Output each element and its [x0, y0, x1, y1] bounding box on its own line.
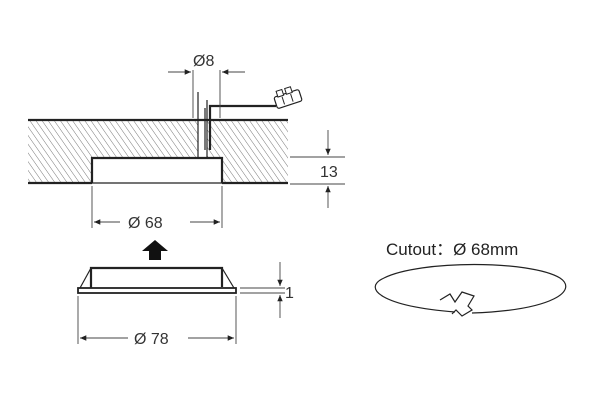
- dimension-outer-diameter: Ø 78: [77, 296, 237, 348]
- flange-thickness-label: 1: [285, 285, 294, 302]
- dimension-board-thickness: 13: [290, 130, 345, 208]
- hole-diameter-label: Ø8: [193, 53, 214, 70]
- cutout-label: Cutout：Ø 68mm: [386, 240, 518, 259]
- cutout-ellipse: [374, 263, 567, 314]
- board-hatch: [28, 120, 288, 183]
- dimension-flange-thickness: 1: [240, 262, 294, 318]
- outer-diameter-label: Ø 78: [134, 331, 169, 348]
- cable-wire: [208, 104, 276, 150]
- recess-diameter-label: Ø 68: [128, 215, 163, 232]
- board-section: [28, 92, 288, 185]
- fixture-body: [89, 266, 224, 289]
- wire-connector-icon: [273, 86, 303, 109]
- recess-pocket: [90, 156, 224, 183]
- up-arrow-icon: [142, 240, 168, 260]
- board-thickness-label: 13: [320, 164, 338, 181]
- cutout-notch-icon: [439, 291, 475, 317]
- downlight-fixture: [77, 266, 237, 294]
- fixture-flange: [77, 287, 237, 294]
- dimension-recess-diameter: Ø 68: [91, 186, 223, 232]
- cable: [204, 104, 276, 150]
- dimension-hole-diameter: Ø8: [168, 53, 245, 118]
